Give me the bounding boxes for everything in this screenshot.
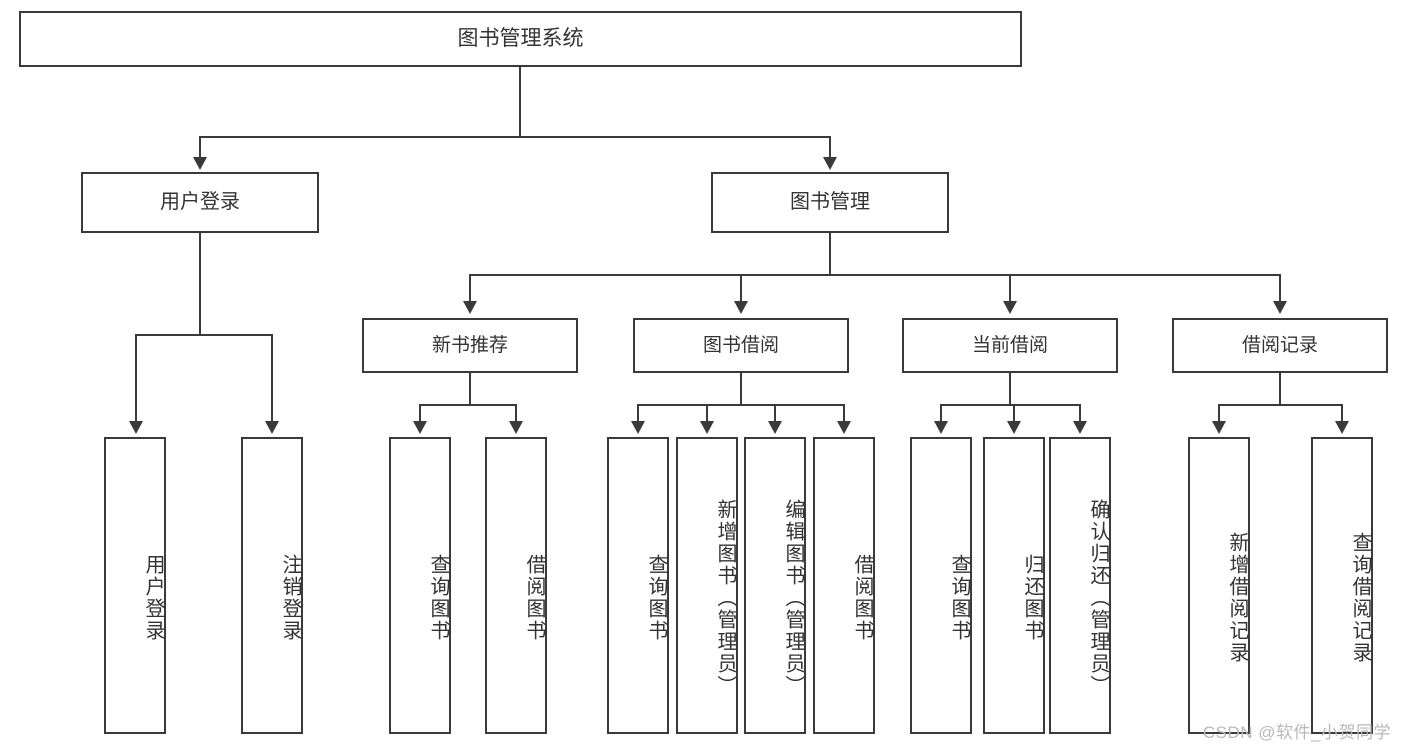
connector-newbook-bus <box>419 404 517 406</box>
connector-newbook-drop-1 <box>419 404 421 422</box>
connector-root-bus <box>199 136 831 138</box>
connector-manage-drop-1 <box>469 274 471 302</box>
connector-login-drop-1 <box>135 334 137 422</box>
arrow-to-leaf-borrow-book-2 <box>837 421 851 434</box>
connector-manage-drop-3 <box>1009 274 1011 302</box>
connector-newbook-drop-2 <box>515 404 517 422</box>
node-label: 当前借阅 <box>971 334 1048 356</box>
arrow-to-current-borrow <box>1003 301 1017 314</box>
leaf-logout[interactable]: 注销登录 <box>241 437 303 734</box>
node-label: 查询图书 <box>645 553 667 642</box>
arrow-to-leaf-logout <box>265 421 279 434</box>
connector-record-stem <box>1279 373 1281 405</box>
leaf-borrow-book-newbook[interactable]: 借阅图书 <box>485 437 547 734</box>
leaf-query-borrow-record[interactable]: 查询借阅记录 <box>1311 437 1373 734</box>
connector-borrow-drop-2 <box>706 404 708 422</box>
node-label: 查询图书 <box>948 553 970 642</box>
node-book-borrow[interactable]: 图书借阅 <box>633 318 849 373</box>
node-new-book-recommend[interactable]: 新书推荐 <box>362 318 578 373</box>
node-label: 用户登录 <box>142 553 164 642</box>
arrow-to-leaf-query-book-1 <box>413 421 427 434</box>
arrow-to-user-login <box>193 157 207 170</box>
arrow-to-leaf-add-record <box>1212 421 1226 434</box>
arrow-to-leaf-return-book <box>1007 421 1021 434</box>
node-label: 查询借阅记录 <box>1349 531 1371 664</box>
leaf-add-borrow-record[interactable]: 新增借阅记录 <box>1188 437 1250 734</box>
connector-current-drop-1 <box>940 404 942 422</box>
connector-borrow-drop-4 <box>843 404 845 422</box>
connector-record-drop-2 <box>1341 404 1343 422</box>
node-label: 图书借阅 <box>702 334 779 356</box>
leaf-borrow-book[interactable]: 借阅图书 <box>813 437 875 734</box>
node-label: 用户登录 <box>160 191 240 213</box>
connector-borrow-stem <box>740 373 742 405</box>
connector-root-drop-r <box>829 136 831 158</box>
node-label: 注销登录 <box>279 553 301 642</box>
arrow-to-leaf-borrow-book-1 <box>509 421 523 434</box>
node-label: 新增借阅记录 <box>1226 531 1248 664</box>
node-current-borrow[interactable]: 当前借阅 <box>902 318 1118 373</box>
arrow-to-leaf-query-book-3 <box>934 421 948 434</box>
connector-current-stem <box>1009 373 1011 405</box>
connector-borrow-drop-1 <box>637 404 639 422</box>
connector-record-bus <box>1218 404 1342 406</box>
connector-record-drop-1 <box>1218 404 1220 422</box>
arrow-to-book-borrow <box>734 301 748 314</box>
node-label: 新书推荐 <box>431 334 508 356</box>
arrow-to-leaf-user-login <box>129 421 143 434</box>
arrow-to-leaf-add-book <box>700 421 714 434</box>
node-label: 查询图书 <box>427 553 449 642</box>
node-label: 借阅图书 <box>523 553 545 642</box>
node-label: 编辑图书（管理员） <box>782 498 804 697</box>
leaf-query-book-borrow[interactable]: 查询图书 <box>607 437 669 734</box>
leaf-edit-book-admin[interactable]: 编辑图书（管理员） <box>744 437 806 734</box>
node-borrow-record[interactable]: 借阅记录 <box>1172 318 1388 373</box>
connector-login-bus <box>135 334 271 336</box>
arrow-to-leaf-query-record <box>1335 421 1349 434</box>
leaf-query-book-current[interactable]: 查询图书 <box>910 437 972 734</box>
arrow-to-leaf-confirm-return <box>1073 421 1087 434</box>
leaf-return-book[interactable]: 归还图书 <box>983 437 1045 734</box>
leaf-add-book-admin[interactable]: 新增图书（管理员） <box>676 437 738 734</box>
connector-borrow-bus <box>637 404 844 406</box>
node-label: 图书管理系统 <box>457 26 584 50</box>
node-label: 借阅记录 <box>1241 334 1318 356</box>
connector-root-stem <box>519 67 521 137</box>
arrow-to-borrow-record <box>1273 301 1287 314</box>
node-label: 借阅图书 <box>851 553 873 642</box>
connector-manage-drop-4 <box>1279 274 1281 302</box>
arrow-to-new-book-rec <box>463 301 477 314</box>
connector-manage-drop-2 <box>740 274 742 302</box>
connector-root-drop-l <box>199 136 201 158</box>
connector-newbook-stem <box>469 373 471 405</box>
connector-login-stem <box>199 233 201 335</box>
connector-current-drop-2 <box>1013 404 1015 422</box>
node-label: 确认归还（管理员） <box>1087 498 1109 697</box>
leaf-user-login[interactable]: 用户登录 <box>104 437 166 734</box>
node-book-management[interactable]: 图书管理 <box>711 172 949 233</box>
node-label: 图书管理 <box>790 191 870 213</box>
arrow-to-book-manage <box>823 157 837 170</box>
arrow-to-leaf-edit-book <box>768 421 782 434</box>
connector-current-drop-3 <box>1079 404 1081 422</box>
node-label: 新增图书（管理员） <box>714 498 736 697</box>
node-root-system[interactable]: 图书管理系统 <box>19 11 1022 67</box>
arrow-to-leaf-query-book-2 <box>631 421 645 434</box>
node-user-login[interactable]: 用户登录 <box>81 172 319 233</box>
connector-current-bus <box>940 404 1080 406</box>
connector-borrow-drop-3 <box>774 404 776 422</box>
leaf-confirm-return-admin[interactable]: 确认归还（管理员） <box>1049 437 1111 734</box>
connector-login-drop-2 <box>271 334 273 422</box>
node-label: 归还图书 <box>1021 553 1043 642</box>
leaf-query-book-newbook[interactable]: 查询图书 <box>389 437 451 734</box>
connector-manage-bus <box>469 274 1280 276</box>
connector-manage-stem <box>829 233 831 275</box>
